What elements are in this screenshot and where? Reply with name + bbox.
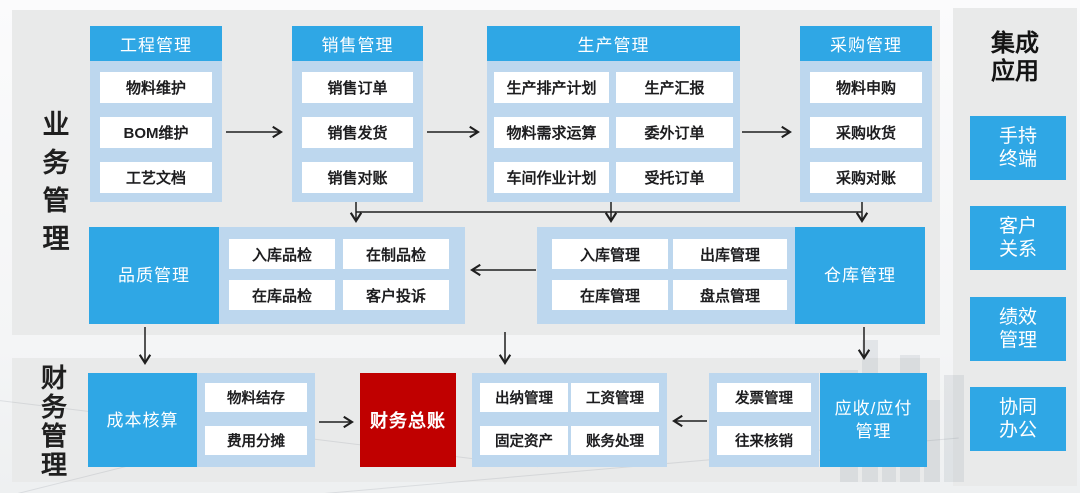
quality-item: 入库品检 <box>229 239 335 269</box>
warehouse-item: 在库管理 <box>552 280 668 310</box>
column-item: 采购对账 <box>810 162 922 193</box>
business-section-label: 业 务 管 理 <box>42 110 70 254</box>
cost-accounting-box: 成本核算 <box>88 373 197 467</box>
quality-item: 客户投诉 <box>343 280 449 310</box>
column-item: 受托订单 <box>616 162 733 193</box>
invoice-item: 往来核销 <box>717 426 811 455</box>
general-ledger-box: 财务总账 <box>360 373 456 467</box>
warehouse-item: 盘点管理 <box>673 280 787 310</box>
warehouse-item: 出库管理 <box>673 239 787 269</box>
cashier-item: 固定资产 <box>480 426 568 455</box>
cost-item: 费用分摊 <box>205 426 307 455</box>
sidebar-item-customer-relations: 客户 关系 <box>970 206 1066 270</box>
column-purchasing: 采购管理 物料申购 采购收货 采购对账 <box>800 26 932 202</box>
sidebar-title: 集成 应用 <box>991 30 1039 85</box>
quality-management-box: 品质管理 <box>89 227 219 324</box>
column-sales-header: 销售管理 <box>292 26 423 61</box>
cashier-item: 出纳管理 <box>480 383 568 412</box>
column-item: 物料申购 <box>810 72 922 103</box>
finance-section-label: 财 务 管 理 <box>40 363 67 480</box>
column-item: 物料维护 <box>100 72 212 103</box>
column-item: 销售订单 <box>302 72 413 103</box>
cost-items-panel: 物料结存 费用分摊 <box>197 373 315 467</box>
column-item: 采购收货 <box>810 117 922 148</box>
invoice-items-panel: 发票管理 往来核销 <box>709 373 819 467</box>
column-production: 生产管理 生产排产计划 物料需求运算 车间作业计划 生产汇报 委外订单 受托订单 <box>487 26 740 202</box>
sidebar-item-performance-management: 绩效 管理 <box>970 297 1066 361</box>
column-item: 工艺文档 <box>100 162 212 193</box>
sidebar-item-handheld-terminal: 手持 终端 <box>970 116 1066 180</box>
quality-item: 在库品检 <box>229 280 335 310</box>
column-purchasing-header: 采购管理 <box>800 26 932 61</box>
receivable-payable-box: 应收/应付 管理 <box>820 373 927 467</box>
quality-item: 在制品检 <box>343 239 449 269</box>
warehouse-management-box: 仓库管理 <box>795 227 925 324</box>
column-sales: 销售管理 销售订单 销售发货 销售对账 <box>292 26 423 202</box>
column-item: 委外订单 <box>616 117 733 148</box>
sidebar-item-collaborative-office: 协同 办公 <box>970 387 1066 451</box>
column-item: 物料需求运算 <box>494 117 609 148</box>
column-engineering-header: 工程管理 <box>90 26 222 61</box>
column-item: 销售发货 <box>302 117 413 148</box>
column-item: BOM维护 <box>100 117 212 148</box>
cost-item: 物料结存 <box>205 383 307 412</box>
cashier-items-panel: 出纳管理 工资管理 固定资产 账务处理 <box>472 373 667 467</box>
quality-items-panel: 入库品检 在制品检 在库品检 客户投诉 <box>219 227 465 324</box>
warehouse-item: 入库管理 <box>552 239 668 269</box>
column-item: 车间作业计划 <box>494 162 609 193</box>
column-item: 生产汇报 <box>616 72 733 103</box>
invoice-item: 发票管理 <box>717 383 811 412</box>
cashier-item: 账务处理 <box>571 426 659 455</box>
warehouse-items-panel: 入库管理 出库管理 在库管理 盘点管理 <box>537 227 795 324</box>
column-item: 销售对账 <box>302 162 413 193</box>
cashier-item: 工资管理 <box>571 383 659 412</box>
column-engineering: 工程管理 物料维护 BOM维护 工艺文档 <box>90 26 222 202</box>
column-item: 生产排产计划 <box>494 72 609 103</box>
column-production-header: 生产管理 <box>487 26 740 61</box>
